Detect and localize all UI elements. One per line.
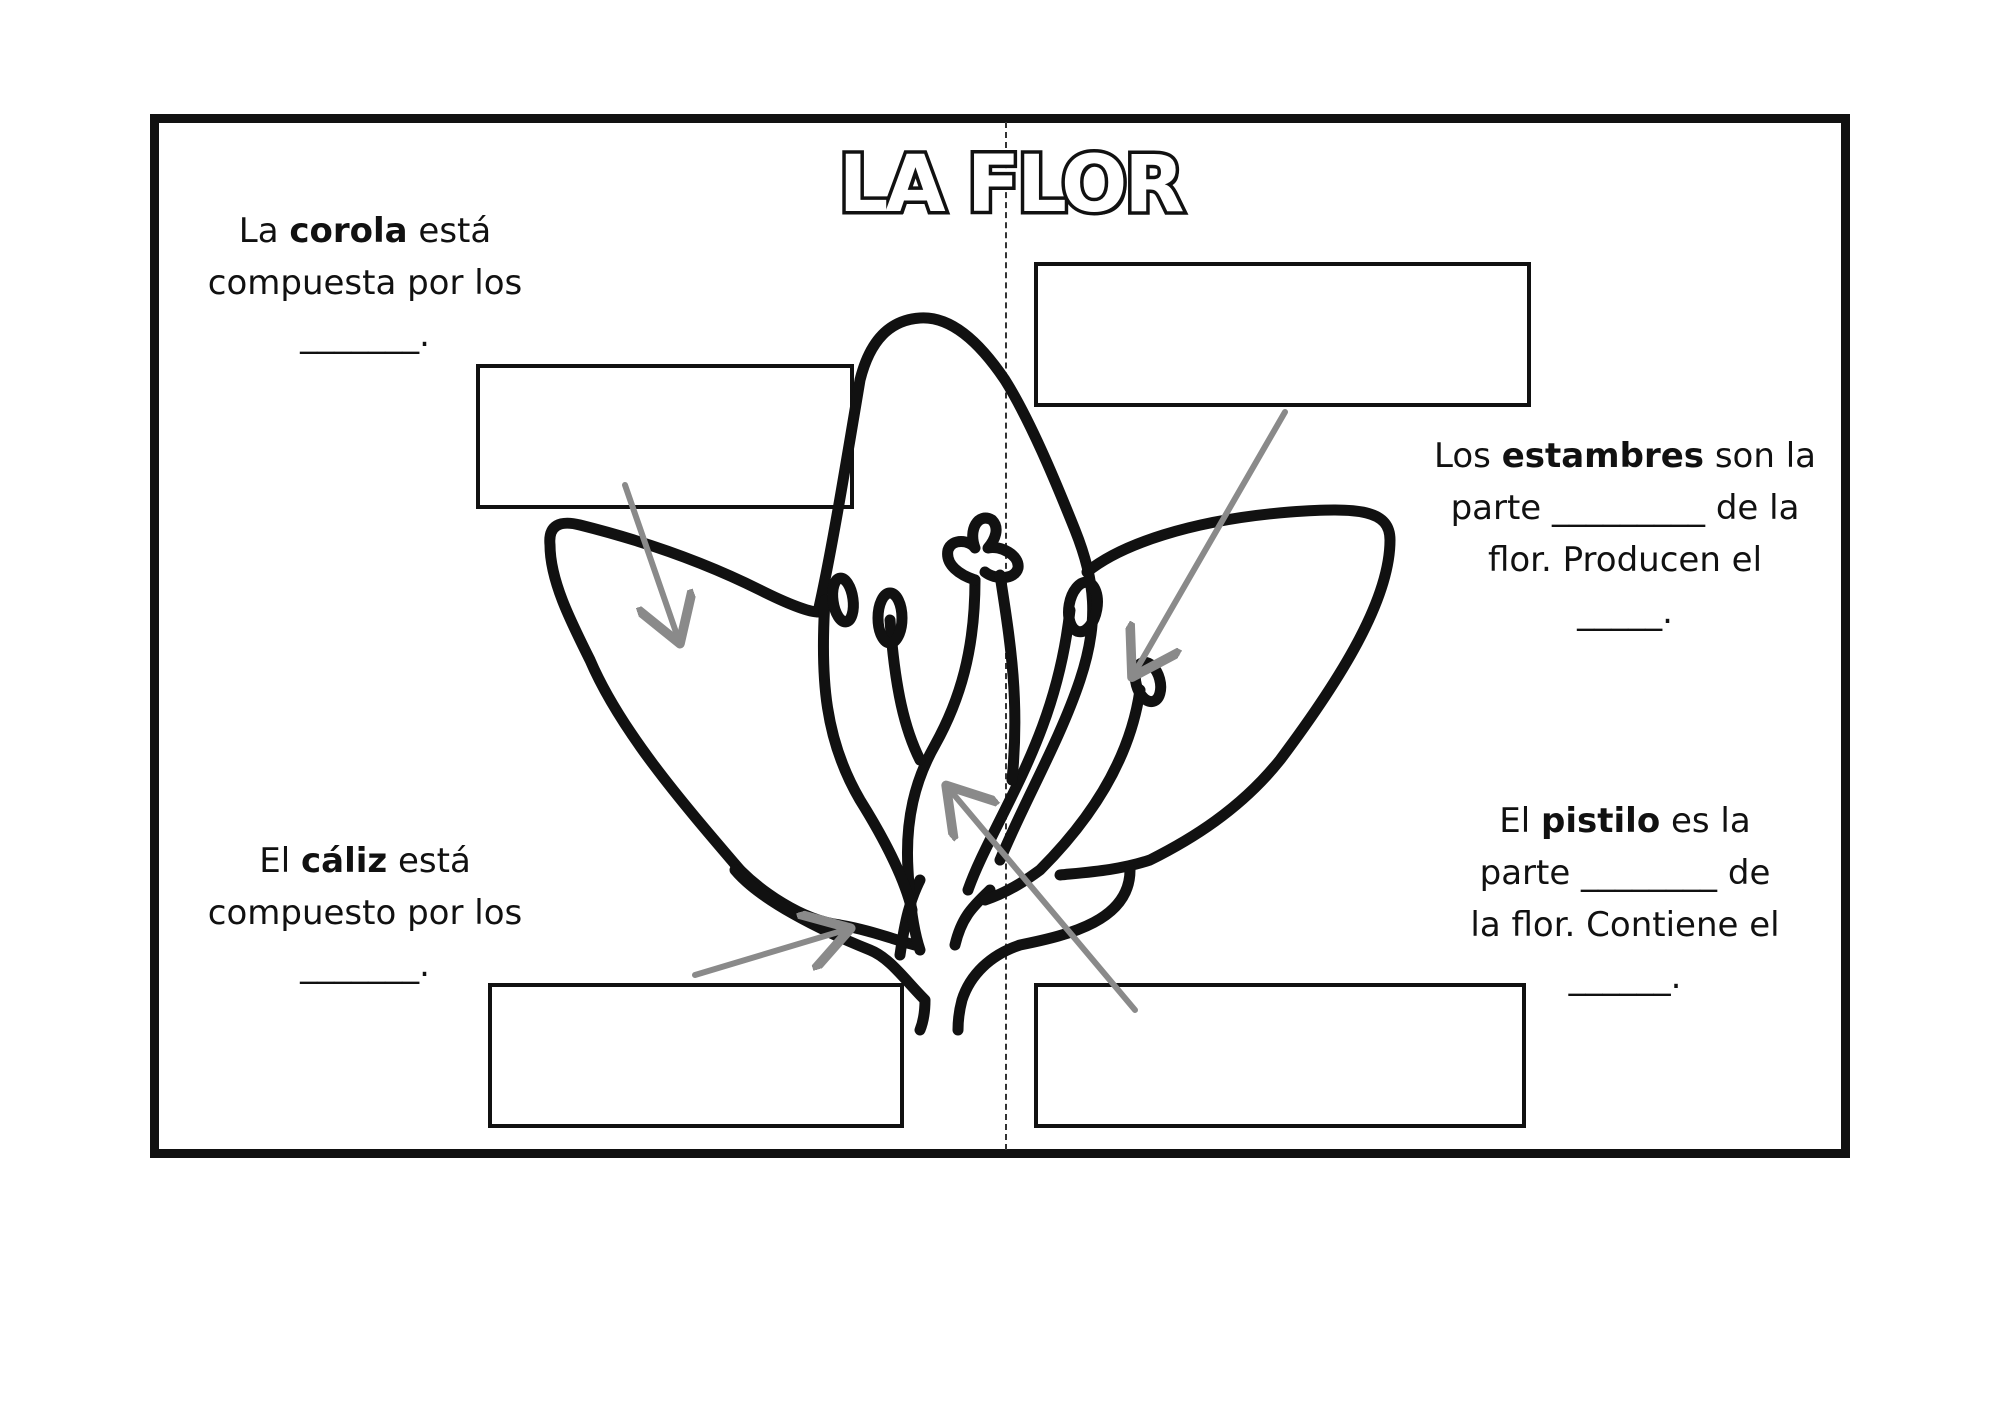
note-caliz-keyword: cáliz [300,841,388,881]
note-pistilo-pre: El [1499,801,1542,841]
note-caliz-pre: El [259,841,301,881]
note-corola-pre: La [238,211,290,251]
left-petal [544,517,824,876]
page-title: LA FLOR [835,137,1188,234]
note-corola-line3: _______. [300,315,430,355]
pistil-stigma [942,512,1024,586]
note-caliz-post: está [387,841,471,881]
note-pistilo-post: es la [1660,801,1751,841]
stamen-filament-3 [962,604,1076,896]
note-pistilo-line4: ______. [1568,957,1682,997]
right-sepal [952,864,1136,1036]
note-corola-post: está [407,211,492,251]
anther-2 [872,587,908,649]
arrow-corola [622,482,678,638]
right-petal [1054,504,1396,881]
note-caliz: El cáliz está compuesto por los _______. [180,835,550,991]
note-corola-keyword: corola [289,211,408,251]
note-pistilo: El pistilo es la parte ________ de la fl… [1425,795,1825,1003]
note-estambres-line4: _____. [1577,592,1673,632]
worksheet-frame [150,114,1850,1158]
note-corola-line2: compuesta por los [207,263,523,303]
note-pistilo-keyword: pistilo [1541,801,1661,841]
note-estambres-line2: parte _________ de la [1450,488,1800,528]
anther-3 [1063,576,1103,638]
stamen-filament-5 [994,569,1021,786]
note-estambres-line3: flor. Producen el [1487,540,1763,580]
arrow-pistilo [950,790,1138,1013]
stamen-filament-4 [979,684,1146,906]
note-pistilo-line2: parte ________ de [1479,853,1771,893]
label-box-pistilo[interactable] [1034,983,1526,1128]
anther-1 [827,572,859,628]
note-estambres: Los estambres son la parte _________ de … [1425,430,1825,638]
arrow-estambres [1135,409,1288,672]
note-pistilo-line3: la flor. Contiene el [1470,905,1780,945]
note-caliz-line3: _______. [300,945,430,985]
note-estambres-keyword: estambres [1501,436,1705,476]
note-estambres-pre: Los [1434,436,1502,476]
central-petal [812,312,1099,866]
left-sepal [729,864,931,1036]
note-caliz-line2: compuesto por los [207,893,523,933]
note-corola: La corola está compuesta por los _______… [180,205,550,361]
label-box-estambres[interactable] [1034,262,1531,407]
note-estambres-post: son la [1704,436,1816,476]
stamen-filament-1 [817,594,918,916]
label-box-caliz[interactable] [488,983,904,1128]
arrow-caliz [692,930,845,978]
